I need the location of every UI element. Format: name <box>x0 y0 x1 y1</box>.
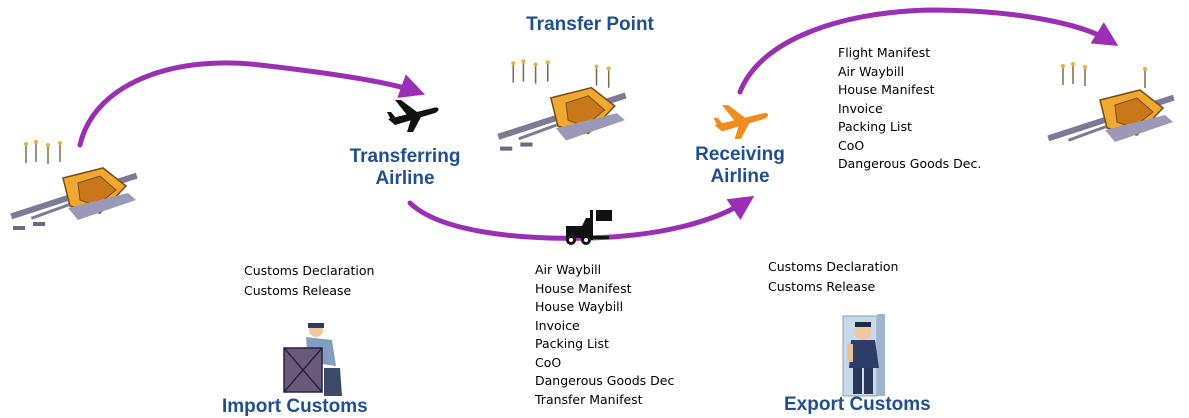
receiving-airline-line2: Airline <box>710 166 770 187</box>
list-item: Invoice <box>838 100 883 116</box>
forklift-icon <box>560 208 616 246</box>
list-item: Air Waybill <box>535 262 602 277</box>
export-customs-doc-list: Customs Declaration Customs Release <box>768 257 898 296</box>
list-item: House Waybill <box>535 299 624 314</box>
transferring-airline-line1: Transferring <box>349 146 461 167</box>
list-item: Dangerous Goods Dec. <box>838 156 982 171</box>
flight-doc-list: Flight Manifest Air Waybill House Manife… <box>838 44 981 174</box>
list-item: Invoice <box>535 317 580 333</box>
transfer-doc-list: Air Waybill House Manifest House Waybill… <box>535 261 674 409</box>
list-item: Flight Manifest <box>838 45 931 60</box>
list-item: CoO <box>838 137 865 153</box>
list-item: Customs Declaration <box>244 263 375 278</box>
list-item: Customs Declaration <box>768 259 899 274</box>
list-item: Customs Release <box>768 278 876 294</box>
import-customs-doc-list: Customs Declaration Customs Release <box>244 261 374 300</box>
airplane-icon <box>385 98 441 134</box>
export-customs-heading: Export Customs <box>784 394 931 415</box>
arrow-receiving-to-destination <box>737 7 1119 95</box>
receiving-airline-heading: Receiving Airline <box>680 144 800 188</box>
list-item: Air Waybill <box>838 63 905 79</box>
customs-officer-door-icon <box>833 310 905 398</box>
list-item: Packing List <box>838 119 912 134</box>
customs-officer-crate-icon <box>278 322 354 398</box>
list-item: Transfer Manifest <box>535 391 643 407</box>
list-item: CoO <box>535 354 562 370</box>
list-item: House Manifest <box>838 82 935 97</box>
airport-icon <box>495 52 629 164</box>
list-item: Dangerous Goods Dec <box>535 373 675 388</box>
receiving-airline-line1: Receiving <box>695 144 785 165</box>
arrow-origin-to-transferring <box>77 60 426 148</box>
transfer-point-heading: Transfer Point <box>526 14 654 35</box>
airport-icon <box>1045 60 1177 160</box>
list-item: House Manifest <box>535 280 632 296</box>
list-item: Packing List <box>535 336 609 351</box>
list-item: Customs Release <box>244 282 352 298</box>
airplane-icon <box>710 103 772 141</box>
import-customs-heading: Import Customs <box>222 396 368 417</box>
transferring-airline-line2: Airline <box>375 168 435 189</box>
transferring-airline-heading: Transferring Airline <box>325 146 485 190</box>
airport-icon <box>8 138 140 238</box>
